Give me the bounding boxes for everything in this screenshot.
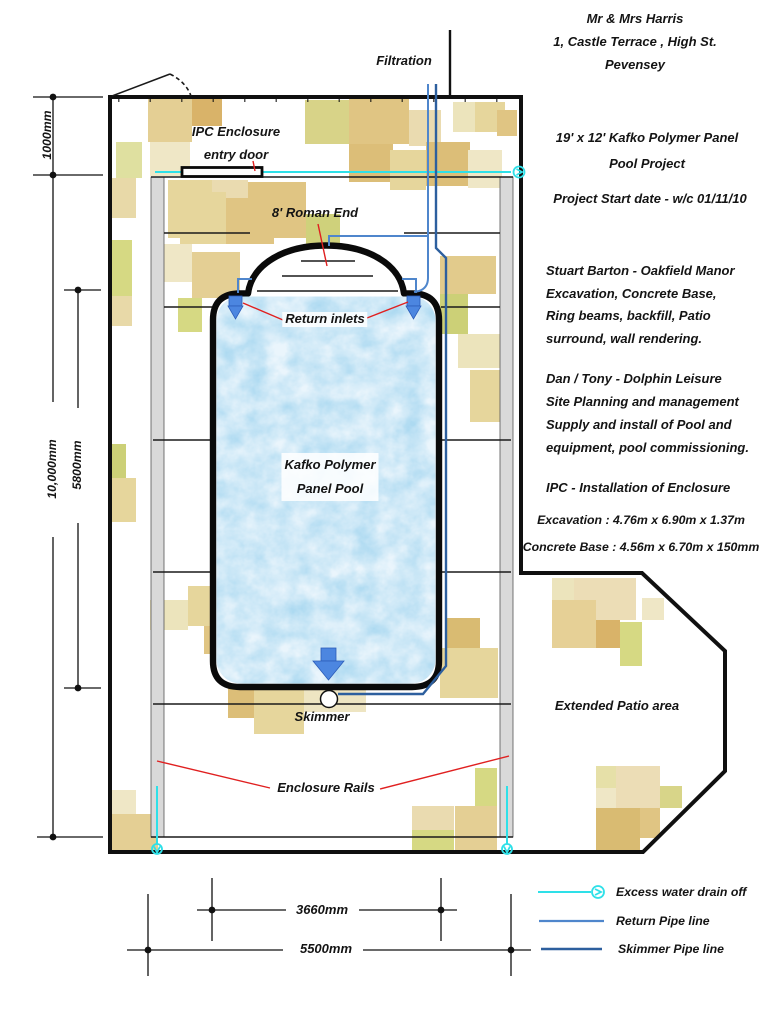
client-address: 1, Castle Terrace , High St. [553,34,717,49]
main-drain-arrow [312,647,345,681]
legend-return-label: Return Pipe line [616,914,710,928]
filtration-label: Filtration [376,53,432,68]
dim-5800mm: 5800mm [69,440,84,490]
client-name: Mr & Mrs Harris [586,11,684,26]
legend-skimmer-label: Skimmer Pipe line [618,942,724,956]
extended-patio-label: Extended Patio area [554,698,680,713]
note-dan: Dan / Tony - Dolphin Leisure Site Planni… [546,371,749,455]
dimension-dots [49,93,515,954]
note-concrete: Concrete Base : 4.56m x 6.70m x 150mm [522,540,760,554]
patio-tiles [110,98,682,852]
project-title-line1: 19' x 12' Kafko Polymer Panel [555,130,739,145]
enclosure-rail-right [499,176,514,838]
dimension-lines [33,93,531,976]
entry-door-label: IPC Enclosure entry door [191,124,281,162]
leader-lines [156,160,510,790]
legend-drain-label: Excess water drain off [616,885,747,899]
enclosure-entry-door [180,166,264,178]
roman-end-steps [257,260,398,292]
dim-10000mm: 10,000mm [44,439,59,499]
pool-label: Kafko Polymer Panel Pool [281,453,379,501]
client-town: Pevensey [605,57,665,72]
return-inlet-markers [227,295,422,320]
return-pipe [237,84,429,293]
project-title-line2: Pool Project [609,156,685,171]
legend-swatches [538,885,605,951]
skimmer-circle [319,689,339,709]
note-excavation: Excavation : 4.76m x 6.90m x 1.37m [537,513,745,527]
roman-end-label: 8' Roman End [271,205,359,220]
note-stuart: Stuart Barton - Oakfield Manor Excavatio… [546,263,735,346]
gate-symbol [111,73,192,97]
dim-1000mm: 1000mm [39,110,54,160]
dim-5500mm: 5500mm [299,941,353,956]
legend-drain-swatch [538,885,605,899]
skimmer-label: Skimmer [294,709,350,724]
dim-3660mm: 3660mm [295,902,349,917]
project-start-date: Project Start date - w/c 01/11/10 [553,191,747,206]
return-inlets-label: Return inlets [282,311,368,327]
site-boundary [108,95,727,854]
enclosure-rails-label: Enclosure Rails [277,780,375,795]
note-ipc: IPC - Installation of Enclosure [546,480,731,495]
enclosure-rail-left [150,176,165,838]
skimmer-pipe [338,84,448,696]
